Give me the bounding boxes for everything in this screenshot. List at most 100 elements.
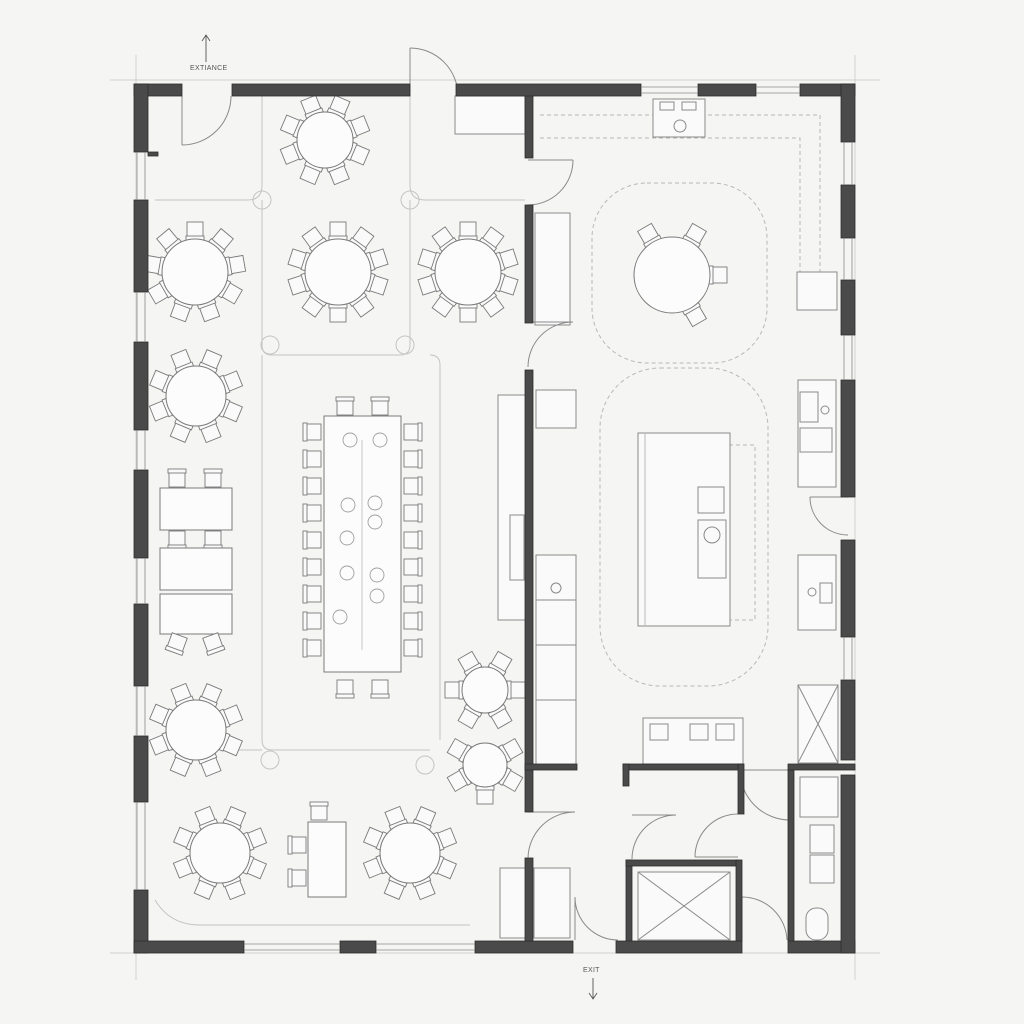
place-setting <box>367 495 383 511</box>
windows <box>136 86 853 951</box>
round-table <box>434 238 502 306</box>
chair <box>170 348 195 374</box>
round-table-set <box>287 221 389 323</box>
chair <box>457 703 483 730</box>
chair <box>302 449 322 469</box>
doors <box>181 47 849 941</box>
chair <box>403 449 423 469</box>
chair <box>444 680 464 700</box>
chair <box>345 141 371 166</box>
back-of-house <box>637 776 839 941</box>
place-setting <box>342 432 358 448</box>
chair <box>164 632 188 657</box>
chair <box>348 226 375 253</box>
chair <box>193 875 218 900</box>
chair <box>458 221 478 241</box>
round-table <box>161 238 229 306</box>
round-table-set <box>633 222 728 328</box>
round-table <box>462 742 508 788</box>
chair <box>203 530 223 550</box>
chair <box>335 679 355 699</box>
chair <box>403 476 423 496</box>
chair <box>287 272 311 296</box>
chair <box>279 141 304 165</box>
round-table <box>189 822 251 884</box>
chair <box>365 248 389 272</box>
chair <box>198 349 223 374</box>
arrow-down-icon <box>588 978 598 1000</box>
chair <box>302 584 322 604</box>
entrance-marker: EXTIANCE <box>190 34 227 72</box>
round-table <box>296 111 354 169</box>
chair <box>287 868 307 888</box>
round-table-set <box>148 348 244 444</box>
round-table-set <box>362 805 458 901</box>
chair <box>365 272 389 296</box>
chair <box>167 530 187 550</box>
chair <box>708 265 728 285</box>
chair <box>148 397 174 422</box>
chair <box>222 806 247 831</box>
chair <box>682 222 708 249</box>
chair <box>194 805 219 831</box>
round-table <box>304 238 372 306</box>
round-table-set <box>172 805 268 901</box>
chair <box>302 557 322 577</box>
place-setting <box>369 588 385 604</box>
place-setting <box>369 567 385 583</box>
chair <box>403 530 423 550</box>
chair <box>149 703 174 728</box>
chair <box>411 875 436 901</box>
chair <box>217 279 243 305</box>
chair <box>478 291 505 318</box>
rectangular-tables <box>159 468 347 898</box>
round-table-set <box>417 221 519 323</box>
chair <box>203 468 223 488</box>
chair <box>498 737 524 763</box>
entrance-label: EXTIANCE <box>190 65 227 72</box>
chair <box>457 650 483 677</box>
place-setting <box>332 609 348 625</box>
chair <box>309 801 329 821</box>
chair <box>335 396 355 416</box>
chair <box>169 752 194 777</box>
rect-table <box>159 547 233 591</box>
chair <box>370 679 390 699</box>
place-setting <box>340 497 356 513</box>
chair <box>458 303 478 323</box>
chair <box>279 114 305 139</box>
chair <box>169 298 194 323</box>
chair <box>363 826 388 851</box>
chair <box>495 248 519 272</box>
round-table <box>379 822 441 884</box>
chair <box>287 248 311 272</box>
chair <box>208 227 234 254</box>
chair <box>432 827 458 852</box>
arrow-up-icon <box>201 34 211 62</box>
chair <box>202 632 226 657</box>
chair <box>362 854 388 879</box>
chair <box>218 370 244 395</box>
chair <box>170 682 195 708</box>
chair <box>302 530 322 550</box>
round-table-set <box>444 650 526 730</box>
kitchen-island <box>637 432 731 627</box>
walls[interactable] <box>133 83 856 954</box>
kitchen-counters <box>454 95 839 939</box>
place-setting <box>339 530 355 546</box>
round-table <box>461 666 509 714</box>
rect-table <box>159 593 233 635</box>
chair <box>431 226 458 253</box>
chair <box>299 160 324 186</box>
chair <box>495 272 519 296</box>
chair <box>487 650 513 677</box>
chair <box>403 422 423 442</box>
chair <box>403 584 423 604</box>
chair <box>475 785 495 805</box>
chair <box>287 835 307 855</box>
round-table <box>633 236 711 314</box>
chair <box>506 680 526 700</box>
chair <box>403 557 423 577</box>
chair <box>636 222 662 249</box>
chair <box>370 396 390 416</box>
